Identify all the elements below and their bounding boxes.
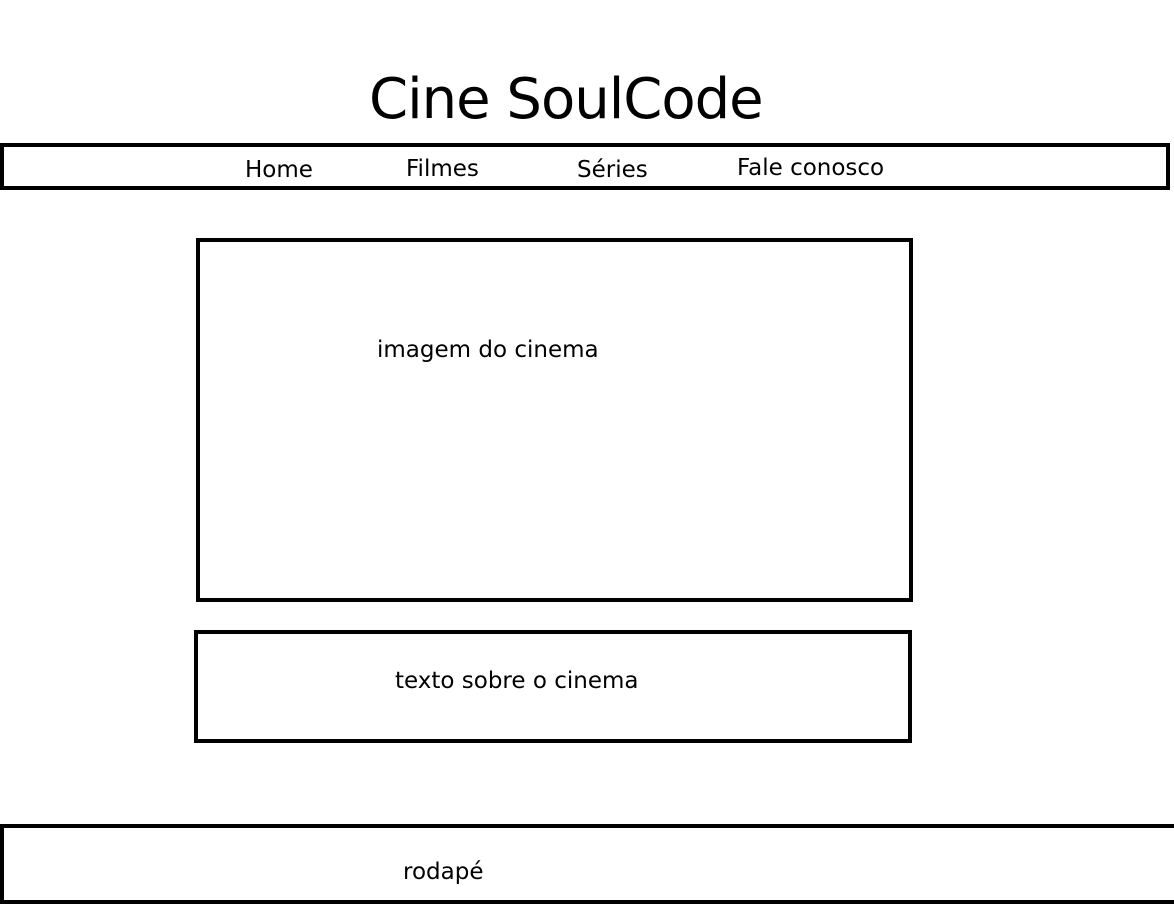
footer-label: rodapé xyxy=(403,859,484,885)
cinema-text-label: texto sobre o cinema xyxy=(395,668,639,694)
nav-item-series[interactable]: Séries xyxy=(577,157,648,183)
navigation-bar: Home Filmes Séries Fale conosco xyxy=(0,143,1170,190)
cinema-text-placeholder: texto sobre o cinema xyxy=(194,630,912,743)
nav-item-home[interactable]: Home xyxy=(245,157,313,183)
footer: rodapé xyxy=(0,824,1174,904)
cinema-image-placeholder: imagem do cinema xyxy=(196,238,913,602)
nav-item-fale-conosco[interactable]: Fale conosco xyxy=(737,155,885,181)
cinema-image-label: imagem do cinema xyxy=(377,337,599,363)
nav-item-filmes[interactable]: Filmes xyxy=(406,156,479,182)
page-title: Cine SoulCode xyxy=(369,67,764,132)
